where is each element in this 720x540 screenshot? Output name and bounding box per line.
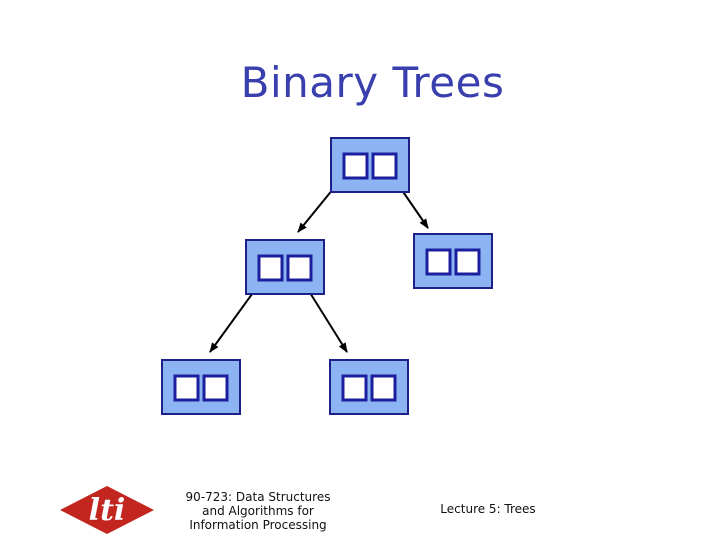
- tree-node-left-right-child: [329, 359, 409, 415]
- right-pointer-cell: [286, 254, 313, 282]
- slide-title: Binary Trees: [240, 58, 505, 107]
- right-pointer-cell: [370, 374, 397, 402]
- logo-text: lti: [89, 493, 126, 528]
- left-pointer-cell: [341, 374, 368, 402]
- left-pointer-cell: [342, 152, 369, 180]
- course-line-1: 90-723: Data Structures: [185, 490, 331, 504]
- tree-node-left-left-child: [161, 359, 241, 415]
- tree-node-root: [330, 137, 410, 193]
- left-pointer-cell: [173, 374, 200, 402]
- right-pointer-cell: [371, 152, 398, 180]
- logo-diamond-shape: [60, 486, 154, 534]
- course-line-3: Information Processing: [189, 518, 327, 532]
- left-pointer-cell: [425, 248, 452, 276]
- tree-node-left-child: [245, 239, 325, 295]
- right-pointer-cell: [202, 374, 229, 402]
- right-pointer-cell: [454, 248, 481, 276]
- tree-node-right-child: [413, 233, 493, 289]
- lti-logo: lti: [58, 484, 156, 540]
- course-name: 90-723: Data Structures and Algorithms f…: [158, 490, 358, 532]
- lecture-label: Lecture 5: Trees: [440, 502, 536, 516]
- course-line-2: and Algorithms for: [202, 504, 314, 518]
- left-pointer-cell: [257, 254, 284, 282]
